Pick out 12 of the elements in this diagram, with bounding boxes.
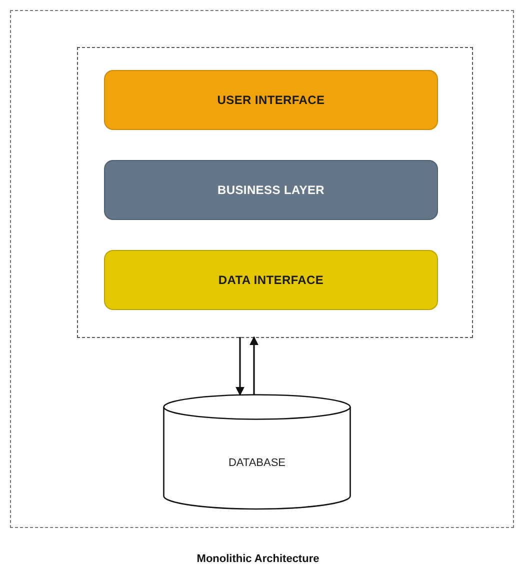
arrow [236,337,244,396]
system-boundary [10,10,514,528]
layer-label: DATA INTERFACE [218,273,324,287]
diagram-caption: Monolithic Architecture [196,553,320,565]
database-label: DATABASE [228,456,286,468]
application-boundary [77,47,473,338]
layer-box [104,250,438,310]
arrow [250,336,258,395]
layer-box [104,70,438,130]
layer-label: USER INTERFACE [217,93,325,107]
layer-label: BUSINESS LAYER [217,183,325,197]
layer-box [104,160,438,220]
